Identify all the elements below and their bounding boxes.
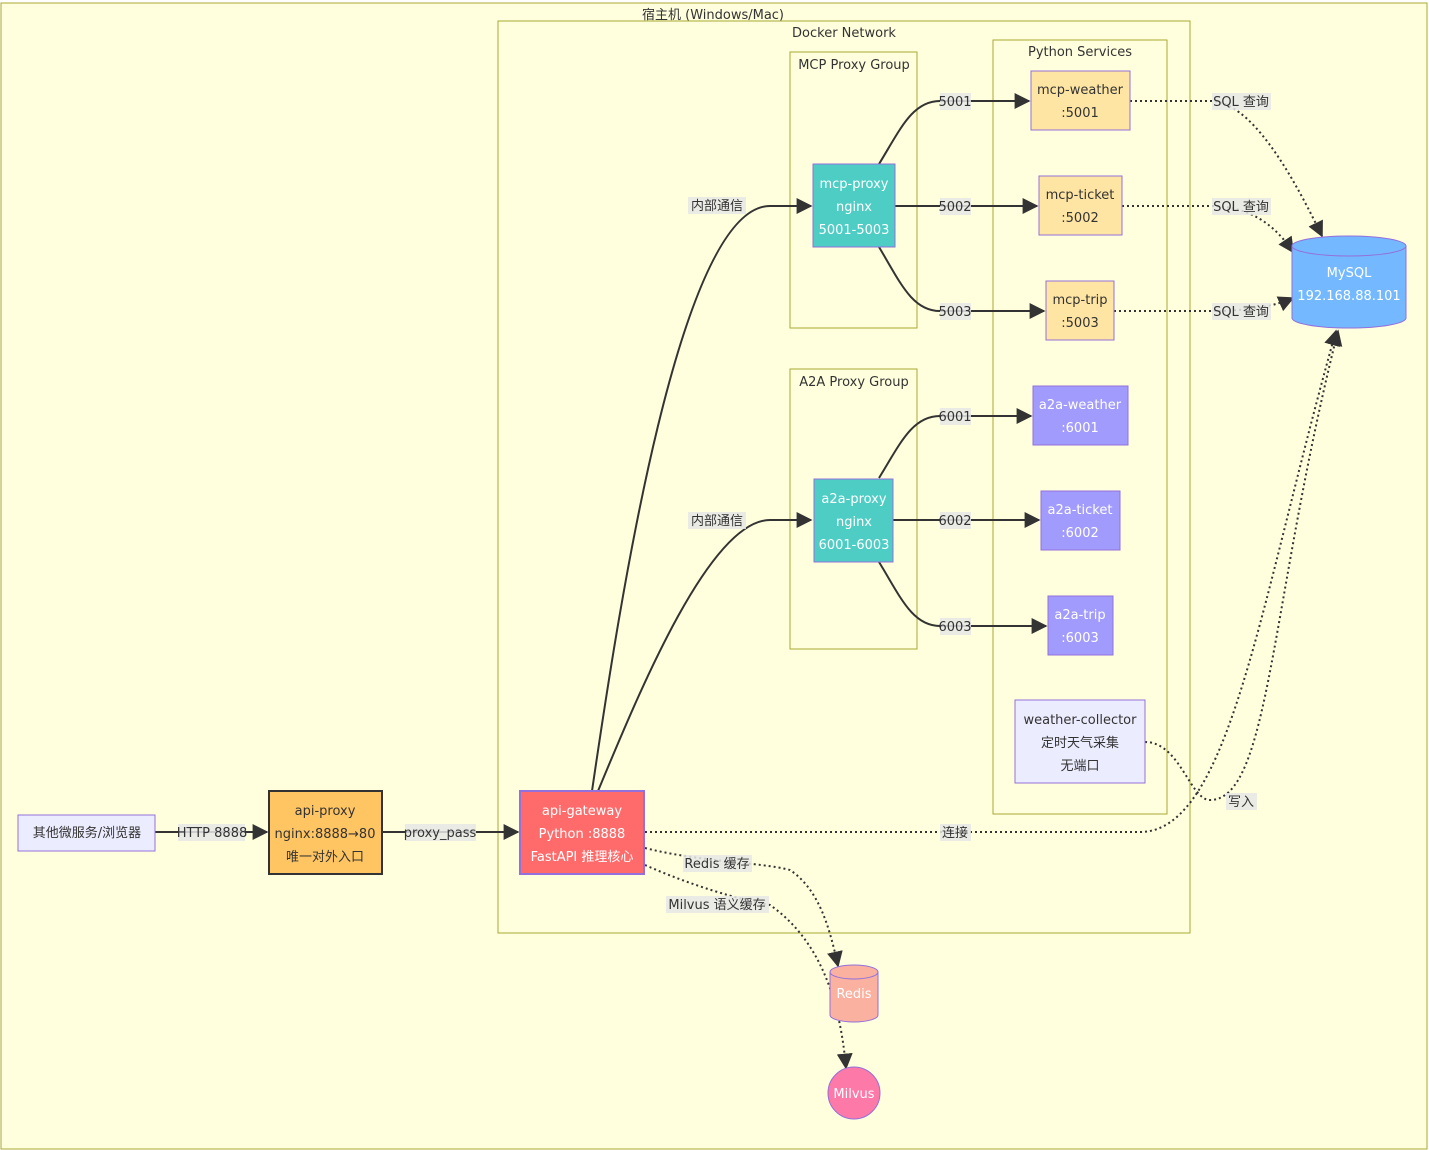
label-sql-1: SQL 查询 — [1213, 95, 1269, 110]
label-connect: 连接 — [942, 825, 968, 841]
node-weather-collector-line-3: 无端口 — [1060, 759, 1099, 774]
node-mcp-proxy-line-2: nginx — [836, 200, 872, 215]
label-5002: 5002 — [938, 200, 971, 215]
host-group-title: 宿主机 (Windows/Mac) — [642, 7, 784, 23]
node-mcp-weather-line-2: :5001 — [1061, 106, 1098, 121]
node-client-line: 其他微服务/浏览器 — [33, 825, 141, 841]
node-weather-collector-line-1: weather-collector — [1023, 713, 1137, 728]
node-milvus-line-1: Milvus — [833, 1087, 874, 1102]
edge-mcp-5001 — [878, 93, 1031, 165]
node-mcp-trip-line-1: mcp-trip — [1052, 293, 1107, 308]
docker-network-title: Docker Network — [792, 26, 896, 41]
node-mcp-ticket-line-2: :5002 — [1061, 211, 1098, 226]
node-api-proxy[interactable]: api-proxy nginx:8888→80 唯一对外入口 — [268, 790, 383, 875]
label-5003: 5003 — [938, 305, 971, 320]
edge-gateway-connect — [645, 329, 1340, 833]
node-weather-collector[interactable]: weather-collector 定时天气采集 无端口 — [1014, 699, 1146, 784]
node-api-proxy-line-2: nginx:8888→80 — [275, 827, 376, 842]
node-mcp-ticket-line-1: mcp-ticket — [1046, 188, 1115, 203]
node-api-gateway-line-1: api-gateway — [542, 804, 622, 819]
label-milvus-cache: Milvus 语义缓存 — [668, 898, 765, 913]
edge-collector-write — [1144, 329, 1343, 802]
a2a-proxy-group-title: A2A Proxy Group — [799, 375, 909, 390]
mcp-proxy-group-title: MCP Proxy Group — [798, 58, 910, 73]
node-mcp-weather-line-1: mcp-weather — [1037, 83, 1124, 98]
node-mcp-trip-line-2: :5003 — [1061, 316, 1098, 331]
node-a2a-ticket-line-1: a2a-ticket — [1048, 503, 1113, 518]
node-a2a-weather[interactable]: a2a-weather :6001 — [1032, 385, 1129, 446]
label-6001: 6001 — [938, 410, 971, 425]
node-mcp-proxy[interactable]: mcp-proxy nginx 5001-5003 — [812, 163, 896, 248]
node-weather-collector-line-2: 定时天气采集 — [1041, 735, 1119, 751]
label-http-8888: HTTP 8888 — [177, 826, 247, 841]
node-a2a-trip-line-1: a2a-trip — [1054, 608, 1105, 623]
edge-a2a-6001 — [878, 408, 1033, 479]
node-api-gateway-line-2: Python :8888 — [539, 827, 626, 842]
edge-a2a-6003 — [878, 561, 1048, 634]
node-a2a-ticket-line-2: :6002 — [1061, 526, 1098, 541]
node-api-gateway-line-3: FastAPI 推理核心 — [531, 850, 634, 865]
edge-gateway-to-mcp-proxy — [591, 198, 813, 792]
label-sql-3: SQL 查询 — [1213, 305, 1269, 320]
node-api-proxy-line-1: api-proxy — [295, 804, 356, 819]
mysql-cylinder-top — [1291, 235, 1407, 257]
node-a2a-weather-line-2: :6001 — [1061, 421, 1098, 436]
label-6003: 6003 — [938, 620, 971, 635]
node-mysql[interactable]: MySQL 192.168.88.101 — [1291, 235, 1407, 329]
label-internal-a2a: 内部通信 — [691, 513, 743, 529]
redis-cylinder-top — [829, 964, 879, 980]
label-5001: 5001 — [938, 95, 971, 110]
node-a2a-proxy[interactable]: a2a-proxy nginx 6001-6003 — [813, 478, 894, 563]
redis-cylinder-icon — [829, 972, 879, 1023]
label-internal-mcp: 内部通信 — [691, 198, 743, 214]
label-6002: 6002 — [938, 514, 971, 529]
node-client[interactable]: 其他微服务/浏览器 — [17, 814, 156, 852]
node-redis[interactable]: Redis — [829, 964, 879, 1023]
node-a2a-ticket[interactable]: a2a-ticket :6002 — [1040, 490, 1121, 551]
node-mcp-proxy-line-3: 5001-5003 — [819, 223, 890, 238]
edge-labels: HTTP 8888 proxy_pass 内部通信 内部通信 5001 5002… — [177, 93, 1271, 913]
node-a2a-trip[interactable]: a2a-trip :6003 — [1047, 595, 1114, 656]
mysql-cylinder-icon — [1291, 246, 1407, 329]
node-mysql-line-1: MySQL — [1327, 266, 1372, 281]
edge-mcp-5003 — [878, 246, 1046, 319]
python-services-title: Python Services — [1028, 45, 1132, 60]
node-a2a-trip-line-2: :6003 — [1061, 631, 1098, 646]
node-mcp-proxy-line-1: mcp-proxy — [819, 177, 888, 192]
label-write: 写入 — [1228, 795, 1254, 810]
node-mcp-trip[interactable]: mcp-trip :5003 — [1045, 280, 1115, 341]
node-a2a-proxy-line-1: a2a-proxy — [821, 492, 886, 507]
node-a2a-proxy-line-3: 6001-6003 — [819, 538, 890, 553]
node-a2a-weather-line-1: a2a-weather — [1039, 398, 1122, 413]
label-proxy-pass: proxy_pass — [404, 826, 477, 841]
label-redis-cache: Redis 缓存 — [684, 857, 749, 872]
node-api-gateway[interactable]: api-gateway Python :8888 FastAPI 推理核心 — [519, 790, 645, 875]
edge-gateway-redis — [644, 847, 843, 968]
node-milvus[interactable]: Milvus — [827, 1066, 881, 1120]
node-a2a-proxy-line-2: nginx — [836, 515, 872, 530]
node-redis-line-1: Redis — [836, 987, 871, 1002]
node-mysql-line-2: 192.168.88.101 — [1297, 289, 1400, 304]
node-mcp-ticket[interactable]: mcp-ticket :5002 — [1038, 175, 1123, 236]
milvus-circle-icon — [827, 1066, 881, 1120]
label-sql-2: SQL 查询 — [1213, 200, 1269, 215]
node-mcp-weather[interactable]: mcp-weather :5001 — [1030, 70, 1131, 131]
edge-gateway-to-a2a-proxy — [597, 512, 813, 792]
node-api-proxy-line-3: 唯一对外入口 — [286, 850, 364, 865]
